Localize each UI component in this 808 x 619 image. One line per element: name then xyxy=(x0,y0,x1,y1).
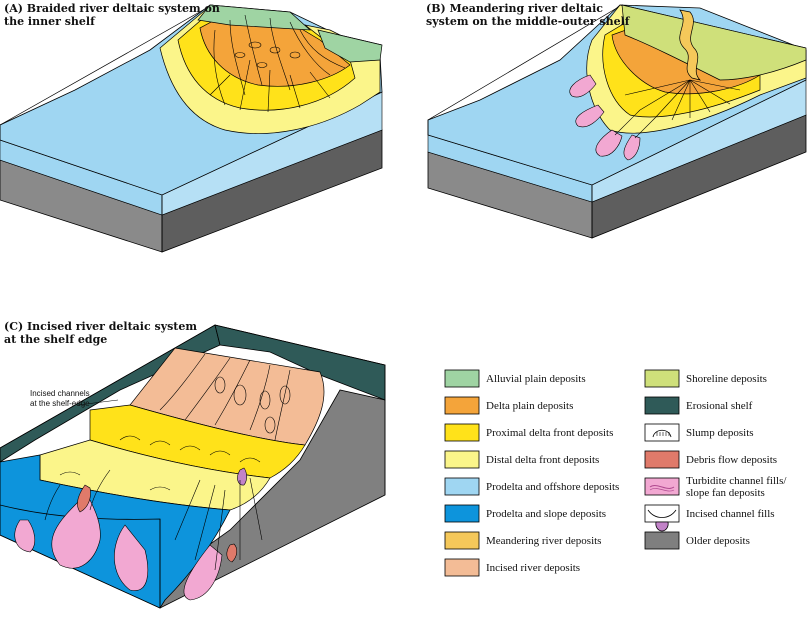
legend-label-right-0: Shoreline deposits xyxy=(686,373,767,385)
legend-item-left-5: Prodelta and slope deposits xyxy=(444,504,606,523)
legend-item-right-6: Older deposits xyxy=(644,531,750,550)
panel-c-debris xyxy=(77,484,91,513)
panel-b-turbidite-2 xyxy=(575,104,605,128)
legend-label-right-4: Turbidite channel fills/ xyxy=(686,475,787,487)
panel-c-title: (C) Incised river deltaic system xyxy=(4,320,197,333)
legend-item-right-1: Erosional shelf xyxy=(644,396,753,415)
panel-c-turbidite-3 xyxy=(183,544,223,601)
legend-item-right-0: Shoreline deposits xyxy=(644,369,767,388)
panel-b-turbidite-4 xyxy=(623,134,641,161)
legend-label-right-6: Older deposits xyxy=(686,535,750,547)
legend-item-left-0: Alluvial plain deposits xyxy=(444,369,586,388)
panel-a-alluvial-left xyxy=(197,4,311,31)
legend-swatch-left-7 xyxy=(444,558,480,577)
legend-item-left-1: Delta plain deposits xyxy=(444,396,573,415)
legend-item-left-2: Proximal delta front deposits xyxy=(444,423,613,442)
legend-label-left-2: Proximal delta front deposits xyxy=(486,427,613,439)
legend-swatch-right-0 xyxy=(644,369,680,388)
panel-c xyxy=(0,324,386,609)
panel-b-channels xyxy=(614,79,741,139)
panel-c-annotation-2: at the shelf-edge xyxy=(30,399,90,408)
panel-b-turbidite-1 xyxy=(569,74,597,98)
legend-label-left-1: Delta plain deposits xyxy=(486,400,573,412)
legend-label-right-2: Slump deposits xyxy=(686,427,754,439)
panel-a-alluvial-right xyxy=(317,29,383,63)
legend-label-right-5: Incised channel fills xyxy=(686,508,775,520)
panel-c-debris-2 xyxy=(226,543,238,563)
legend-label-left-0: Alluvial plain deposits xyxy=(486,373,586,385)
panel-c-box-outline xyxy=(0,324,386,495)
legend-swatch-right-2 xyxy=(644,423,680,442)
legend-swatch-left-6 xyxy=(444,531,480,550)
legend-swatch-incised-lobe xyxy=(655,521,669,532)
panel-b-title-2: system on the middle-outer shelf xyxy=(426,15,631,28)
panel-a-channels xyxy=(209,14,346,113)
legend-item-left-3: Distal delta front deposits xyxy=(444,450,599,469)
panel-c-linework xyxy=(44,353,291,571)
legend-item-left-7: Incised river deposits xyxy=(444,558,580,577)
legend-swatch-left-0 xyxy=(444,369,480,388)
panel-c-annotation-1: Incised channels xyxy=(30,389,90,398)
legend-item-right-5: Incised channel fills xyxy=(644,504,775,523)
panel-c-turbidite-4 xyxy=(14,519,36,553)
legend-swatch-left-4 xyxy=(444,477,480,496)
panel-c-title-2: at the shelf edge xyxy=(4,333,107,346)
legend-item-right-4: Turbidite channel fills/slope fan deposi… xyxy=(644,475,787,499)
legend-label-left-7: Incised river deposits xyxy=(486,562,580,574)
legend-swatch-right-5 xyxy=(644,504,680,523)
panel-b xyxy=(427,4,807,239)
legend-swatch-left-5 xyxy=(444,504,480,523)
panel-a xyxy=(0,4,383,253)
panel-b-meander xyxy=(679,9,702,81)
legend-swatch-left-1 xyxy=(444,396,480,415)
legend-swatch-left-3 xyxy=(444,450,480,469)
legend-label-right-1: Erosional shelf xyxy=(686,400,753,412)
legend-item-left-4: Prodelta and offshore deposits xyxy=(444,477,619,496)
legend-item-right-3: Debris flow deposits xyxy=(644,450,777,469)
legend-item-right-2: Slump deposits xyxy=(644,423,754,442)
legend-label-left-5: Prodelta and slope deposits xyxy=(486,508,606,520)
legend-label-left-3: Distal delta front deposits xyxy=(486,454,599,466)
panel-b-turbidite-3 xyxy=(595,129,623,157)
panel-c-turbidite-1 xyxy=(51,499,101,569)
panel-a-title: (A) Braided river deltaic system on xyxy=(4,2,220,15)
legend-label-right-4-b: slope fan deposits xyxy=(686,487,765,499)
legend-label-left-4: Prodelta and offshore deposits xyxy=(486,481,619,493)
legend-item-left-6: Meandering river deposits xyxy=(444,531,601,550)
panel-a-title-2: the inner shelf xyxy=(4,15,96,28)
legend-label-left-6: Meandering river deposits xyxy=(486,535,601,547)
legend-swatch-right-6 xyxy=(644,531,680,550)
panel-b-title: (B) Meandering river deltaic xyxy=(426,2,603,15)
legend-swatch-right-3 xyxy=(644,450,680,469)
legend-label-right-3: Debris flow deposits xyxy=(686,454,777,466)
panel-b-shoreline xyxy=(621,4,807,81)
legend-swatch-left-2 xyxy=(444,423,480,442)
panel-c-turbidite-2 xyxy=(114,524,149,591)
legend-swatch-right-1 xyxy=(644,396,680,415)
